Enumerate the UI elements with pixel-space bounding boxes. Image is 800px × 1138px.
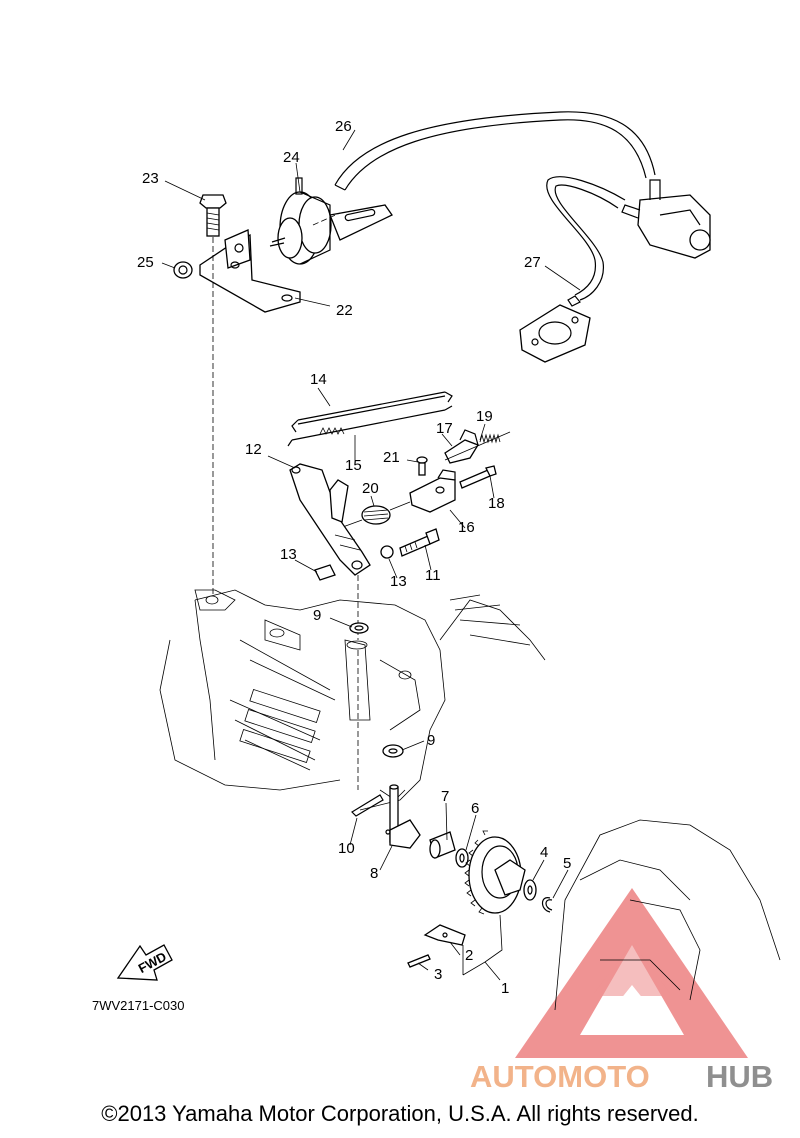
callout-17: 16 <box>458 519 475 536</box>
callout-22: 21 <box>383 449 400 466</box>
fwd-arrow-icon <box>116 944 173 981</box>
bolt-24 <box>199 194 227 237</box>
callout-12: 11 <box>425 567 441 584</box>
callout-10: 10 <box>338 840 355 857</box>
engine-case-outline <box>159 589 781 1011</box>
watermark-logo <box>515 888 748 1058</box>
bracket-17 <box>409 469 456 513</box>
watermark-text: AUTOMOTO HUB <box>470 1059 773 1094</box>
washer-4 <box>523 879 537 901</box>
screw-19 <box>459 465 497 489</box>
circlip-5 <box>541 897 553 913</box>
reed-flange <box>519 295 591 363</box>
callout-21: 20 <box>362 480 379 497</box>
gear-1 <box>464 830 526 915</box>
callout-18: 17 <box>436 420 453 437</box>
callout-2: 2 <box>465 947 473 964</box>
screw-22 <box>416 456 428 476</box>
callout-4: 4 <box>540 844 548 861</box>
callout-13: 13 <box>390 573 407 590</box>
callout-9-lower: 9 <box>427 732 435 749</box>
bracket-18 <box>444 429 479 464</box>
clip-10 <box>351 794 384 817</box>
callout-1: 1 <box>501 980 509 997</box>
callout-27: 26 <box>335 118 352 135</box>
lever-11 <box>289 463 371 576</box>
washer-6 <box>455 848 469 868</box>
plate-14 <box>314 564 336 581</box>
collar-7 <box>429 831 456 859</box>
shaft-8 <box>385 784 421 849</box>
callout-23: 22 <box>336 302 353 319</box>
hose-27 <box>334 111 656 191</box>
callout-3: 3 <box>434 966 442 983</box>
copyright-notice: ©2013 Yamaha Motor Corporation, U.S.A. A… <box>101 1101 699 1126</box>
spring-21 <box>339 501 411 529</box>
watermark-part2: HUB <box>706 1059 773 1094</box>
washer-9-lower <box>382 744 404 758</box>
air-cut-valve <box>621 179 711 259</box>
callout-25: 24 <box>283 149 300 166</box>
callout-7: 7 <box>441 788 449 805</box>
callout-26: 25 <box>137 254 154 271</box>
callout-14: 13 <box>280 546 297 563</box>
callout-28: 27 <box>524 254 541 271</box>
callout-16: 15 <box>345 457 362 474</box>
callout-15: 14 <box>310 371 327 388</box>
leader-lines <box>161 129 581 981</box>
nut-26 <box>173 261 193 279</box>
hose-28 <box>546 176 626 301</box>
callout-19: 18 <box>488 495 505 512</box>
washer-9-upper <box>349 622 369 634</box>
bracket-23 <box>199 229 301 313</box>
rod-15 <box>291 391 453 433</box>
pin-3 <box>407 954 431 968</box>
plate-2 <box>423 924 466 946</box>
callout-5: 5 <box>563 855 571 872</box>
part-callouts: 26 24 23 25 22 27 14 19 17 12 21 15 20 1… <box>92 118 571 1013</box>
callout-24: 23 <box>142 170 159 187</box>
callout-9-upper: 9 <box>313 607 321 624</box>
diagram-code: 7WV2171-C030 <box>92 998 185 1013</box>
vacuum-actuator <box>269 177 393 265</box>
callout-11: 12 <box>245 441 262 458</box>
callout-6: 6 <box>471 800 479 817</box>
callout-8: 8 <box>370 865 378 882</box>
callout-20: 19 <box>476 408 493 425</box>
spring-20 <box>444 431 511 461</box>
washer-13 <box>380 545 394 559</box>
bolt-12 <box>399 528 440 557</box>
spring-rod-16 <box>287 405 453 447</box>
watermark-part1: AUTOMOTO <box>470 1059 650 1094</box>
